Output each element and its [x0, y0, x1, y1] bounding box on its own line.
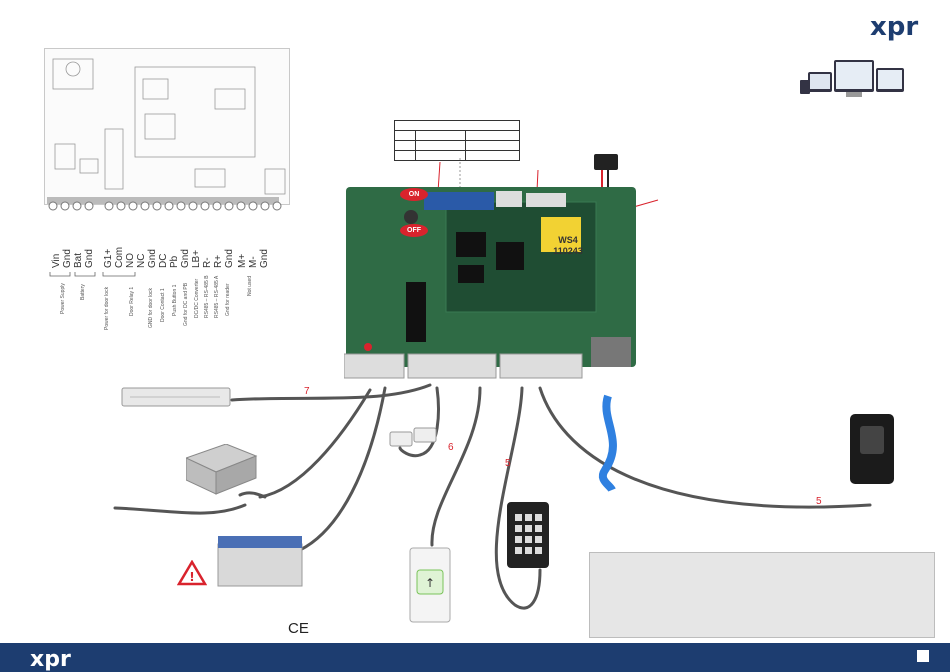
- terminal-block-schematic: [48, 201, 282, 211]
- dip-off-badge: OFF: [400, 224, 428, 237]
- sticker-line-2: 110243: [553, 246, 583, 256]
- dip-on-badge: ON: [400, 188, 428, 201]
- exit-button-device: ↑: [409, 547, 451, 623]
- svg-text:!: !: [189, 570, 194, 584]
- brand-logo: xpr: [870, 12, 919, 42]
- callout-number: 6: [448, 442, 454, 453]
- callout-number: 5: [816, 496, 822, 507]
- power-supply-device: [186, 444, 258, 495]
- svg-text:↑: ↑: [425, 576, 435, 590]
- callout-number: 7: [304, 386, 310, 397]
- ce-icon: CE: [288, 620, 309, 637]
- keypad-device: [507, 502, 549, 568]
- door-contact-device: [389, 427, 437, 447]
- board-terminal-blocks: [344, 353, 583, 379]
- note-box: [589, 552, 935, 638]
- warning-icon: !: [177, 560, 207, 586]
- maglock-device: [121, 387, 231, 407]
- controller-schematic: [44, 48, 290, 205]
- monitor-icon: [800, 60, 904, 97]
- footer-bar: [0, 643, 950, 672]
- controller-board: WS4 110243: [346, 187, 636, 367]
- dip-switch-table: [394, 120, 520, 161]
- callout-number: 5: [505, 458, 511, 469]
- fingerprint-reader-device: [850, 414, 894, 484]
- page-indicator: [917, 650, 929, 662]
- schematic-drawing: [47, 58, 286, 204]
- battery-device: [217, 536, 303, 587]
- sticker-line-1: WS4: [558, 235, 578, 245]
- label-brackets: [49, 272, 136, 277]
- board-components: [364, 191, 631, 367]
- footer-logo: xpr: [30, 647, 71, 672]
